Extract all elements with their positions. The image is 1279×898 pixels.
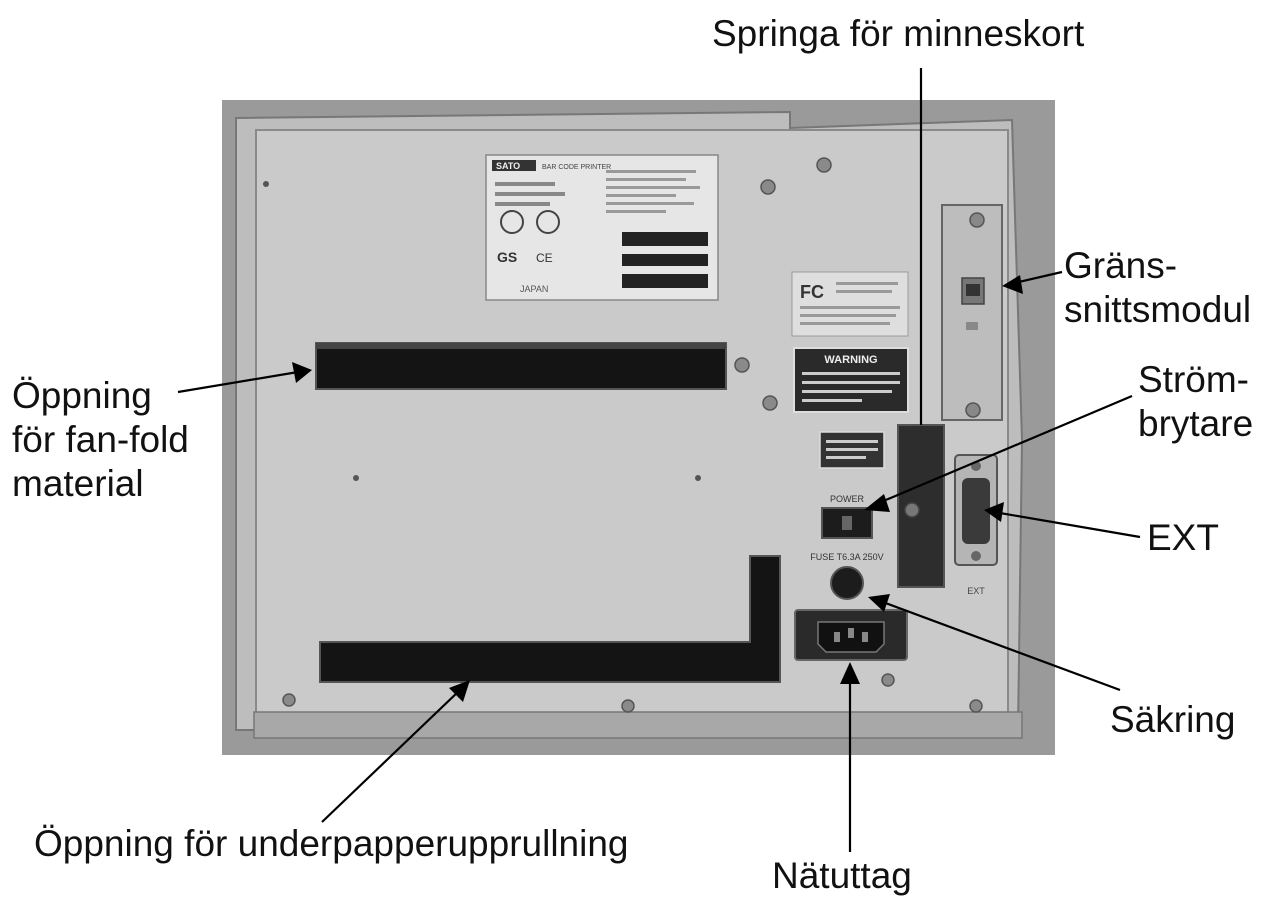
callout-fuse-text: Säkring — [1110, 699, 1236, 740]
power-switch-label: POWER — [830, 494, 865, 504]
callout-memory-slot-text: Springa för minneskort — [712, 13, 1085, 54]
callout-interface-module: Gräns- snittsmodul — [1064, 244, 1251, 332]
screws — [282, 157, 983, 713]
warning-label: WARNING — [793, 347, 909, 413]
caution-label — [819, 431, 885, 469]
arrow-ext — [984, 502, 1004, 522]
callout-fanfold: Öppning för fan-fold material — [12, 374, 189, 506]
ext-connector: EXT — [954, 454, 998, 596]
callout-power-switch-line2: brytare — [1138, 403, 1254, 444]
leader-ext — [993, 510, 1141, 539]
callout-ext: EXT — [1147, 516, 1219, 560]
fcc-logo: FC — [800, 282, 824, 302]
callout-power-switch: Ström- brytare — [1138, 358, 1253, 446]
arrow-fuse — [868, 594, 890, 612]
ce-mark: CE — [536, 251, 553, 265]
callout-ext-text: EXT — [1147, 517, 1219, 558]
barcode-3 — [622, 274, 708, 288]
memory-card-slot — [897, 424, 945, 588]
leader-backing-rewind — [321, 689, 461, 823]
leader-power-switch — [873, 394, 1133, 507]
power-inlet — [794, 609, 908, 661]
product-line-text: BAR CODE PRINTER — [542, 164, 611, 171]
leader-fuse — [879, 599, 1121, 692]
arrow-power-switch — [864, 494, 890, 512]
callout-backing-rewind: Öppning för underpapperupprullning — [34, 822, 629, 866]
arrowheads — [292, 275, 1023, 702]
arrow-interface-module — [1002, 275, 1023, 294]
callout-backing-rewind-text: Öppning för underpapperupprullning — [34, 823, 629, 864]
callout-interface-module-line2: snittsmodul — [1064, 289, 1252, 330]
interface-module — [941, 204, 1003, 421]
callout-memory-slot: Springa för minneskort — [712, 12, 1084, 56]
fuse-holder — [830, 566, 864, 600]
maker-logo: SATO — [496, 161, 520, 171]
leader-fanfold — [177, 370, 299, 394]
fanfold-slot — [315, 342, 727, 390]
callout-power-inlet: Nätuttag — [772, 854, 912, 898]
gs-mark: GS — [497, 249, 517, 265]
callout-fanfold-line2: för fan-fold — [12, 419, 189, 460]
callout-fuse: Säkring — [1110, 698, 1235, 742]
leader-lines — [177, 68, 1141, 852]
callout-power-inlet-text: Nätuttag — [772, 855, 912, 896]
fcc-label: FC — [791, 271, 909, 337]
arrow-fanfold — [292, 362, 312, 383]
arrow-power-inlet — [840, 662, 860, 684]
origin-text: JAPAN — [520, 284, 548, 294]
backing-rewind-slot — [319, 555, 781, 683]
warning-heading: WARNING — [824, 354, 877, 366]
callout-fanfold-line1: Öppning — [12, 375, 152, 416]
barcode-2 — [622, 254, 708, 266]
printer-base — [253, 711, 1023, 739]
callout-interface-module-line1: Gräns- — [1064, 245, 1178, 286]
callout-power-switch-line1: Ström- — [1138, 359, 1249, 400]
arrow-backing-rewind — [449, 680, 470, 702]
ext-port-label: EXT — [967, 586, 985, 596]
rating-label: SATO BAR CODE PRINTER GS CE JAPAN — [485, 154, 719, 301]
callout-fanfold-line3: material — [12, 463, 144, 504]
fanfold-slot-edge — [316, 343, 726, 349]
fuse-label: FUSE T6.3A 250V — [810, 552, 883, 562]
barcode-1 — [622, 232, 708, 246]
